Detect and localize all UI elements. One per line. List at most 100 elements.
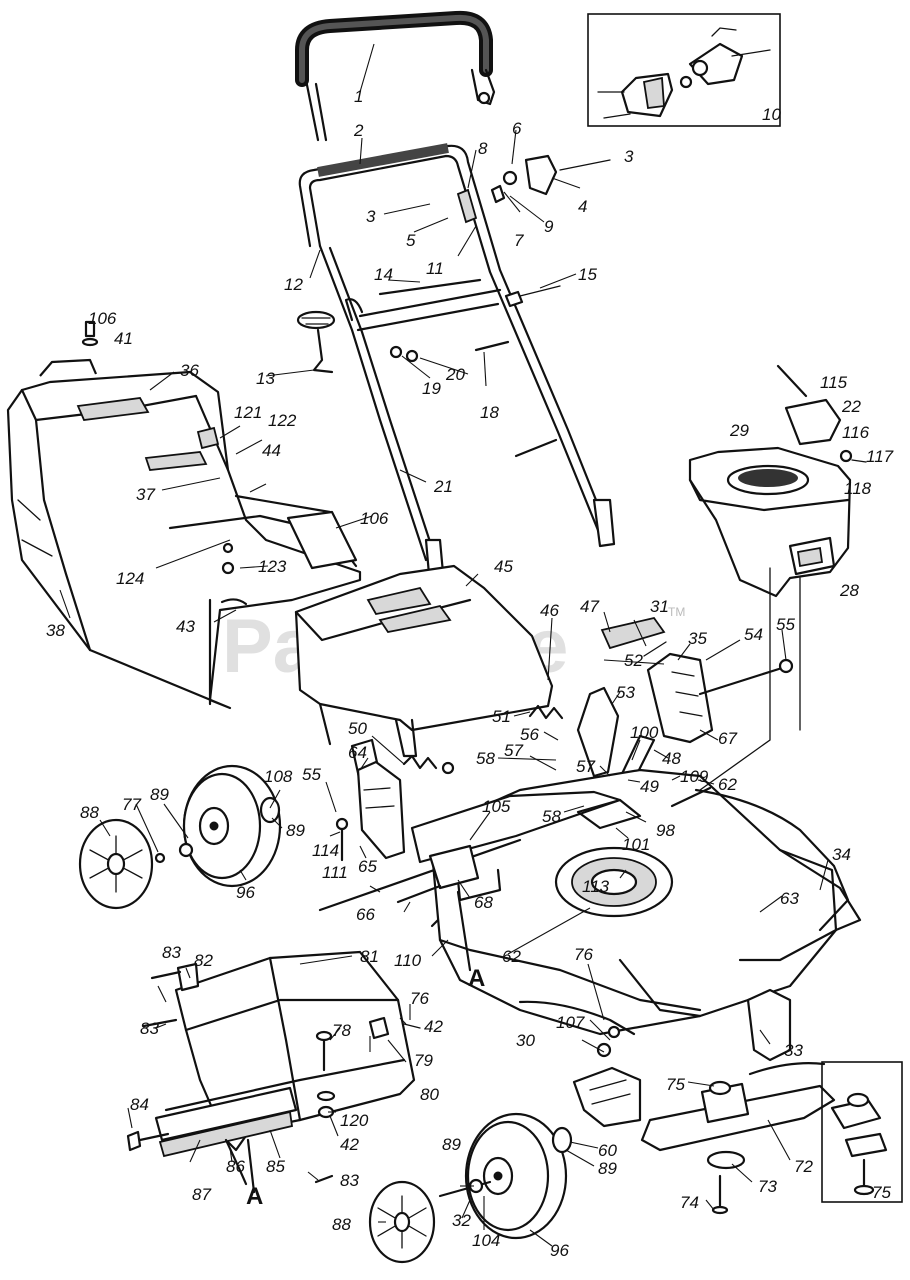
- hubcap-88-upper: [78, 818, 166, 910]
- callout-72: 72: [794, 1157, 813, 1176]
- wheel-bracket-rear: [335, 760, 480, 904]
- callout-60: 60: [598, 1141, 617, 1160]
- callout-54: 54: [744, 625, 763, 644]
- callout-83: 83: [140, 1019, 159, 1038]
- control-lever: [490, 154, 611, 204]
- callout-22: 22: [841, 397, 861, 416]
- rear-wheel-96-upper: [178, 764, 282, 888]
- callout-78: 78: [332, 1021, 351, 1040]
- callout-81: 81: [360, 947, 379, 966]
- callout-83: 83: [340, 1171, 359, 1190]
- callout-21: 21: [433, 477, 453, 496]
- handle-hardware: [389, 285, 561, 458]
- callout-84: 84: [130, 1095, 149, 1114]
- section-marker-a-upper: A: [468, 965, 485, 992]
- callout-62: 62: [718, 775, 737, 794]
- callout-19: 19: [422, 379, 441, 398]
- callout-29: 29: [729, 421, 749, 440]
- callout-46: 46: [540, 601, 559, 620]
- callout-66: 66: [356, 905, 375, 924]
- callout-108: 108: [264, 767, 293, 786]
- callout-76: 76: [410, 989, 429, 1008]
- callout-52: 52: [624, 651, 643, 670]
- callout-89: 89: [150, 785, 169, 804]
- main-handle: [298, 143, 616, 588]
- callout-96: 96: [236, 883, 255, 902]
- callout-83: 83: [162, 943, 181, 962]
- callout-1: 1: [354, 87, 363, 106]
- callout-85: 85: [266, 1157, 285, 1176]
- callout-73: 73: [758, 1177, 777, 1196]
- callout-11: 11: [426, 259, 444, 278]
- callout-37: 37: [136, 485, 155, 504]
- bag-bolts: [81, 320, 235, 575]
- callout-101: 101: [622, 835, 650, 854]
- callout-20: 20: [445, 365, 465, 384]
- callout-4: 4: [578, 197, 587, 216]
- callout-98: 98: [656, 821, 675, 840]
- rear-baffle: [294, 564, 554, 758]
- callout-80: 80: [420, 1085, 439, 1104]
- height-adjuster-bracket: [576, 616, 794, 778]
- callout-51: 51: [492, 707, 511, 726]
- callout-64: 64: [348, 743, 367, 762]
- leader-lines: [59, 43, 829, 1247]
- callout-42: 42: [424, 1017, 443, 1036]
- callout-113: 113: [582, 877, 610, 896]
- callout-36: 36: [180, 361, 199, 380]
- callout-9: 9: [544, 217, 554, 236]
- callout-120: 120: [340, 1111, 369, 1130]
- callout-75: 75: [872, 1183, 891, 1202]
- callout-117: 117: [866, 447, 894, 466]
- callout-30: 30: [516, 1031, 535, 1050]
- callout-75: 75: [666, 1075, 685, 1094]
- springs: [402, 704, 656, 932]
- engine: [688, 364, 867, 598]
- callout-88: 88: [80, 803, 99, 822]
- callout-89: 89: [442, 1135, 461, 1154]
- callout-57: 57: [504, 741, 523, 760]
- callout-44: 44: [262, 441, 281, 460]
- callout-76: 76: [574, 945, 593, 964]
- mower-deck: [428, 768, 862, 1036]
- callout-57: 57: [576, 757, 595, 776]
- callout-8: 8: [478, 139, 488, 158]
- callout-62: 62: [502, 947, 521, 966]
- callout-96: 96: [550, 1241, 569, 1260]
- callout-32: 32: [452, 1211, 471, 1230]
- callout-87: 87: [192, 1185, 211, 1204]
- callout-49: 49: [640, 777, 659, 796]
- callout-88: 88: [332, 1215, 351, 1234]
- callout-38: 38: [46, 621, 65, 640]
- inset-box-75: [821, 1061, 903, 1203]
- callout-53: 53: [616, 683, 635, 702]
- callout-104: 104: [472, 1231, 500, 1250]
- callout-111: 111: [322, 863, 348, 882]
- callout-50: 50: [348, 719, 367, 738]
- callout-47: 47: [580, 597, 599, 616]
- callout-42: 42: [340, 1135, 359, 1154]
- callout-3: 3: [624, 147, 634, 166]
- callout-100: 100: [630, 723, 659, 742]
- callout-118: 118: [844, 479, 872, 498]
- callout-89: 89: [286, 821, 305, 840]
- callout-58: 58: [476, 749, 495, 768]
- callout-12: 12: [284, 275, 303, 294]
- grass-catcher-bag: [6, 358, 362, 710]
- callout-28: 28: [839, 581, 859, 600]
- callout-6: 6: [512, 119, 522, 138]
- callout-13: 13: [256, 369, 275, 388]
- callout-18: 18: [480, 403, 499, 422]
- section-marker-a-lower: A: [246, 1183, 263, 1210]
- callout-33: 33: [784, 1041, 803, 1060]
- callout-55: 55: [776, 615, 795, 634]
- callout-55: 55: [302, 765, 321, 784]
- callout-114: 114: [312, 841, 339, 860]
- callout-58: 58: [542, 807, 561, 826]
- callout-31: 31: [650, 597, 669, 616]
- callout-labels: 1 2 3 3 4 5 6 7 8 9 10 11 12 13 14 15 18…: [46, 87, 894, 1260]
- callout-7: 7: [514, 231, 524, 250]
- callout-106: 106: [360, 509, 389, 528]
- upper-handle: [295, 10, 496, 142]
